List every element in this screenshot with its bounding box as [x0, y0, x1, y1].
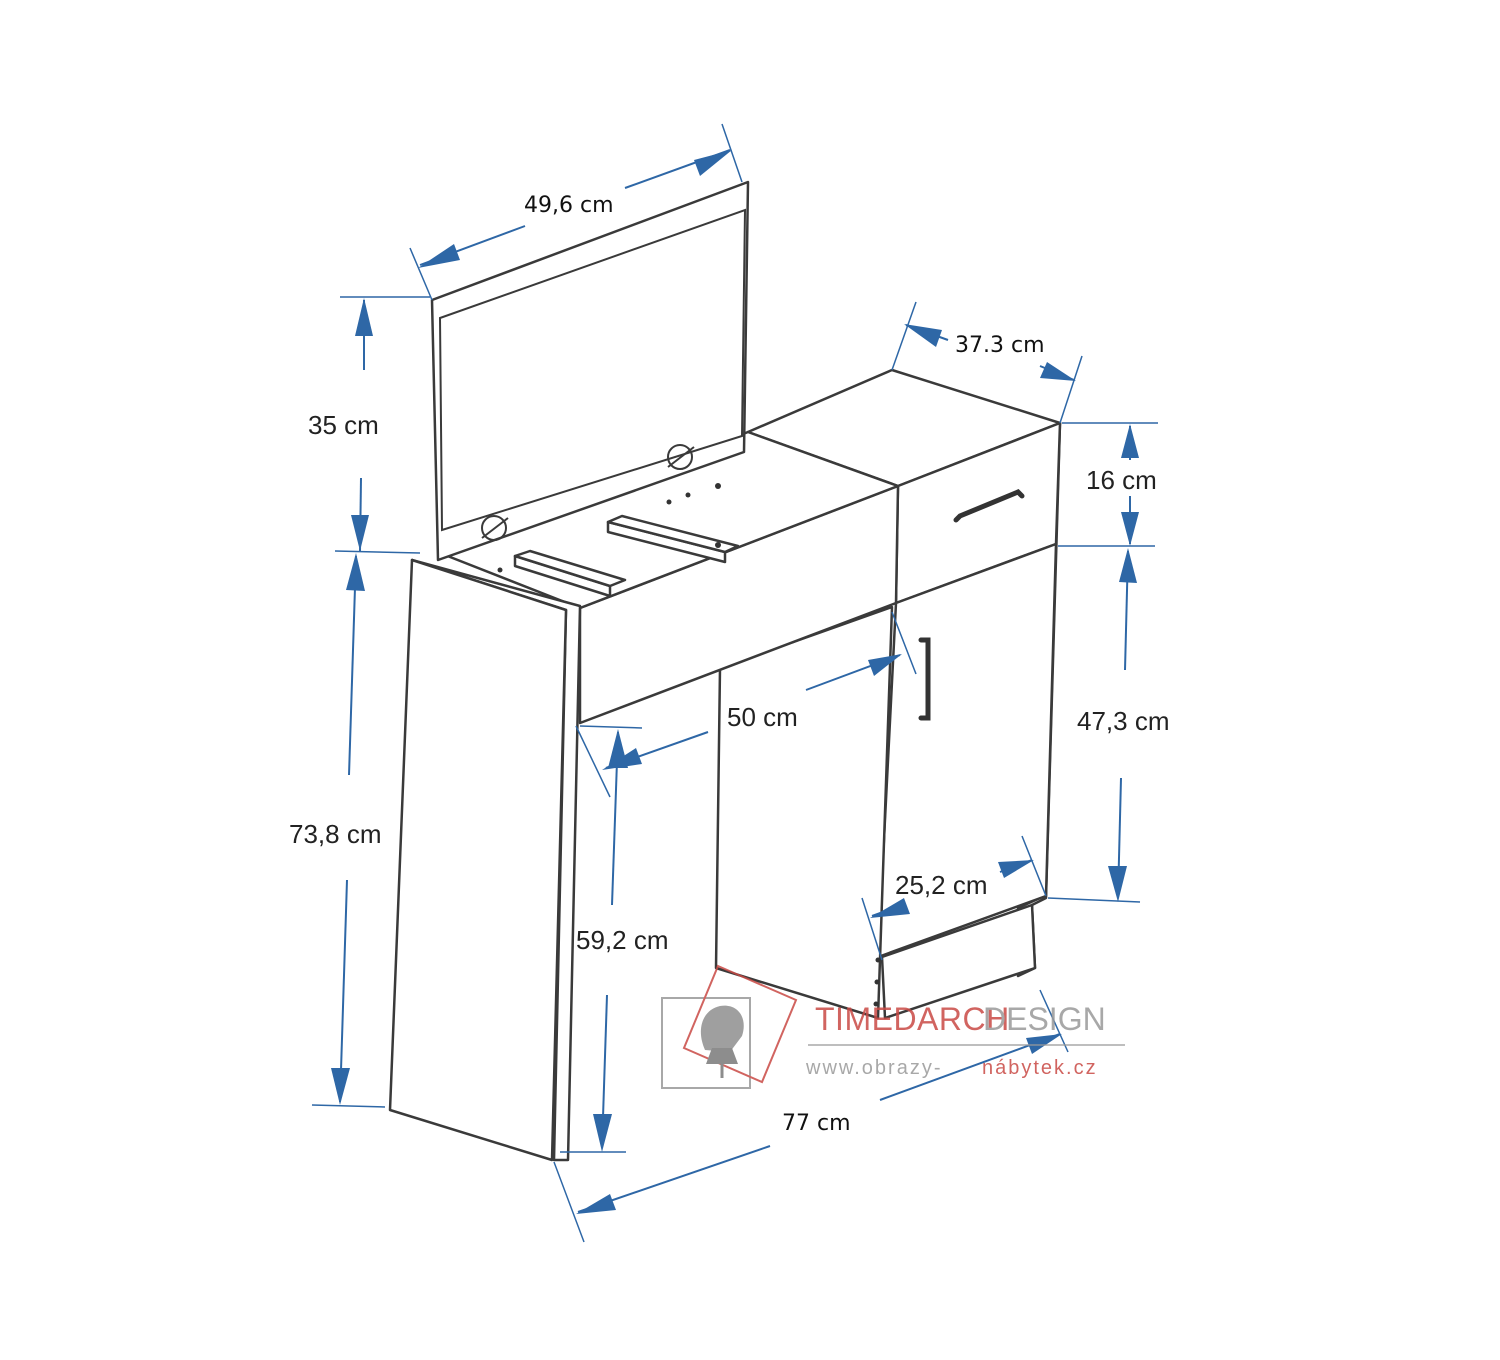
label-total-height: 73,8 cm — [289, 819, 382, 849]
watermark-brand-part1: TIMEDARCH — [815, 1001, 1010, 1037]
label-mirror-width: 49,6 cm — [524, 193, 614, 218]
hole-dot — [715, 483, 721, 489]
door-handle — [918, 637, 931, 721]
hinge-right — [667, 444, 695, 470]
compartment-divider-left-side — [513, 549, 627, 588]
label-door-height: 47,3 cm — [1077, 706, 1170, 736]
drawer-handle — [953, 489, 1025, 523]
compartment-divider-right-side — [606, 514, 740, 554]
hole-dot — [497, 567, 503, 573]
label-door-width: 25,2 cm — [895, 870, 988, 900]
watermark-brand-part2: DESIGN — [983, 1001, 1106, 1037]
label-total-width: 77 cm — [782, 1111, 851, 1136]
watermark-url-part2: nábytek.cz — [982, 1057, 1098, 1079]
hole-dot — [685, 492, 691, 498]
watermark-logo — [661, 964, 798, 1089]
hole-dot — [666, 499, 672, 505]
label-inner-depth: 50 cm — [727, 702, 798, 732]
watermark-url-part1: www.obrazy- — [805, 1057, 942, 1079]
hole-dot — [874, 979, 880, 985]
watermark: TIMEDARCH DESIGN www.obrazy- nábytek.cz — [661, 964, 1125, 1089]
label-legroom-height: 59,2 cm — [576, 925, 669, 955]
hole-dot — [715, 542, 721, 548]
left-side-panel — [388, 558, 568, 1162]
mirror-glass — [438, 208, 747, 532]
hole-dot — [875, 957, 881, 963]
label-cabinet-depth: 37.3 cm — [955, 333, 1045, 358]
hinge-left — [481, 515, 509, 541]
label-mirror-height: 35 cm — [308, 410, 379, 440]
hole-dot — [873, 1001, 879, 1007]
cabinet-plinth — [880, 903, 1037, 1020]
label-drawer-height: 16 cm — [1086, 465, 1157, 495]
dimension-labels: 49,6 cm 35 cm 37.3 cm 16 cm 73,8 cm 50 c… — [289, 193, 1170, 1136]
dressing-table-drawing — [388, 180, 1062, 1162]
dimension-lines — [311, 123, 1158, 1243]
